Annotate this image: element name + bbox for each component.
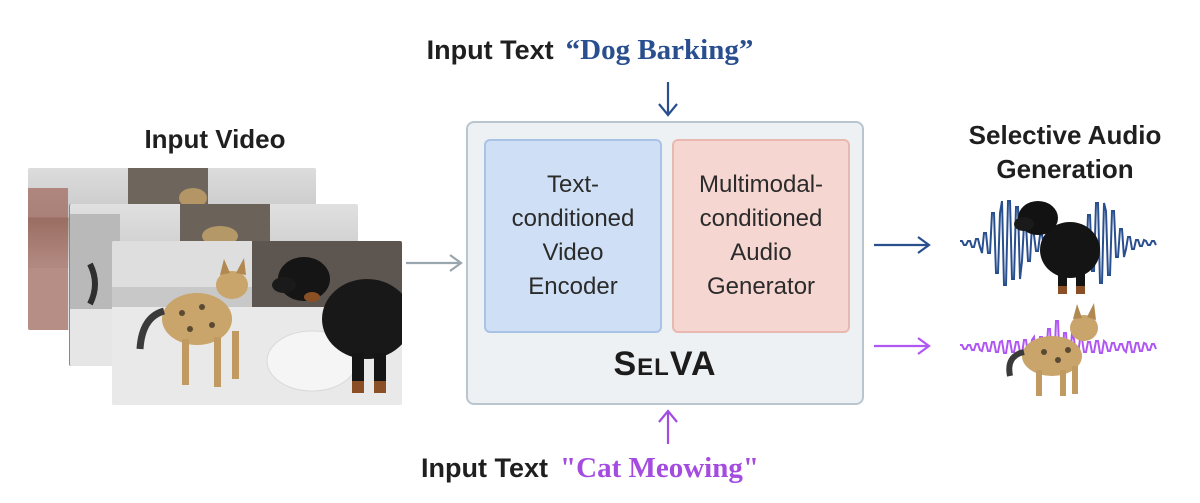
generator-line-3: Audio [730,239,792,266]
generation-heading-line-1: Selective Audio [968,120,1162,150]
cat-icon [1006,303,1098,396]
generator-line-1: Multimodal- [698,171,824,198]
input-video-heading: Input Video [144,124,286,154]
bottom-input-label: Input Text [421,453,549,483]
dog-output-arrow [874,236,931,254]
bottom-text-up-arrow [658,409,678,444]
selva-model-box: Text- conditioned Video Encoder Multimod… [466,121,864,405]
generation-heading-line-2: Generation [996,154,1134,184]
cat-audio-waveform [960,303,1157,396]
encoder-line-1: Text- [546,171,599,198]
top-input-text: Input Text “Dog Barking” [0,34,1180,67]
selective-audio-generation-heading: Selective Audio Generation [930,118,1200,186]
generator-line-2: conditioned [699,205,823,232]
top-text-down-arrow [658,82,678,117]
generator-line-4: Generator [706,273,816,300]
dog-icon [1014,201,1100,294]
frame-front-scene [112,241,402,405]
encoder-line-3: Video [542,239,604,266]
top-input-label: Input Text [426,35,554,65]
multimodal-conditioned-audio-generator: Multimodal- conditioned Audio Generator [672,139,850,333]
cat-output-arrow [874,337,931,355]
encoder-line-4: Encoder [528,273,618,300]
bottom-input-prompt: "Cat Meowing" [560,452,759,484]
selva-logo: SelVA [613,345,717,383]
video-to-model-arrow [406,254,463,272]
video-frame-front [112,241,402,405]
dog-audio-waveform [960,200,1157,294]
encoder-line-2: conditioned [511,205,635,232]
bottom-input-text: Input Text "Cat Meowing" [0,452,1180,485]
text-conditioned-video-encoder: Text- conditioned Video Encoder [484,139,662,333]
top-input-prompt: “Dog Barking” [565,34,754,66]
